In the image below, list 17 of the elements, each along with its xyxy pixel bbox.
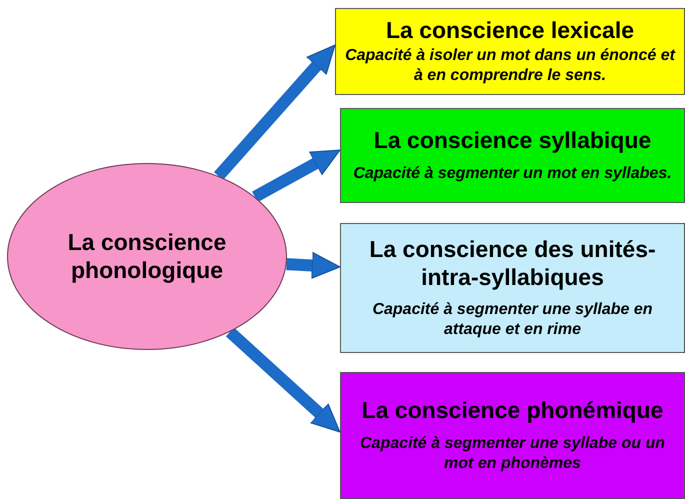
concept-box xyxy=(335,8,685,95)
concept-box xyxy=(340,108,685,203)
arrow xyxy=(226,327,340,433)
title-text: La conscience des unités-intra-syllabiques xyxy=(368,236,657,292)
concept-box xyxy=(340,223,685,353)
title-text: La conscience syllabique xyxy=(374,126,652,154)
description-text: Capacité à segmenter une syllabe en attaque et en rime xyxy=(371,300,654,340)
arrow xyxy=(286,252,340,279)
description-text: Capacité à isoler un mot dans un énoncé et à en comprendre le sens. xyxy=(344,46,676,86)
description-text: Capacité à segmenter un mot en syllabes. xyxy=(353,164,672,184)
concept-box xyxy=(340,372,685,499)
title-text: La conscience phonologique xyxy=(66,228,228,284)
description-text: Capacité à segmenter une syllabe ou un mot en phonèmes xyxy=(359,434,666,474)
arrow xyxy=(214,44,336,180)
title-text: La conscience phonémique xyxy=(362,396,664,424)
arrow xyxy=(252,150,340,202)
title-text: La conscience lexicale xyxy=(386,16,634,44)
